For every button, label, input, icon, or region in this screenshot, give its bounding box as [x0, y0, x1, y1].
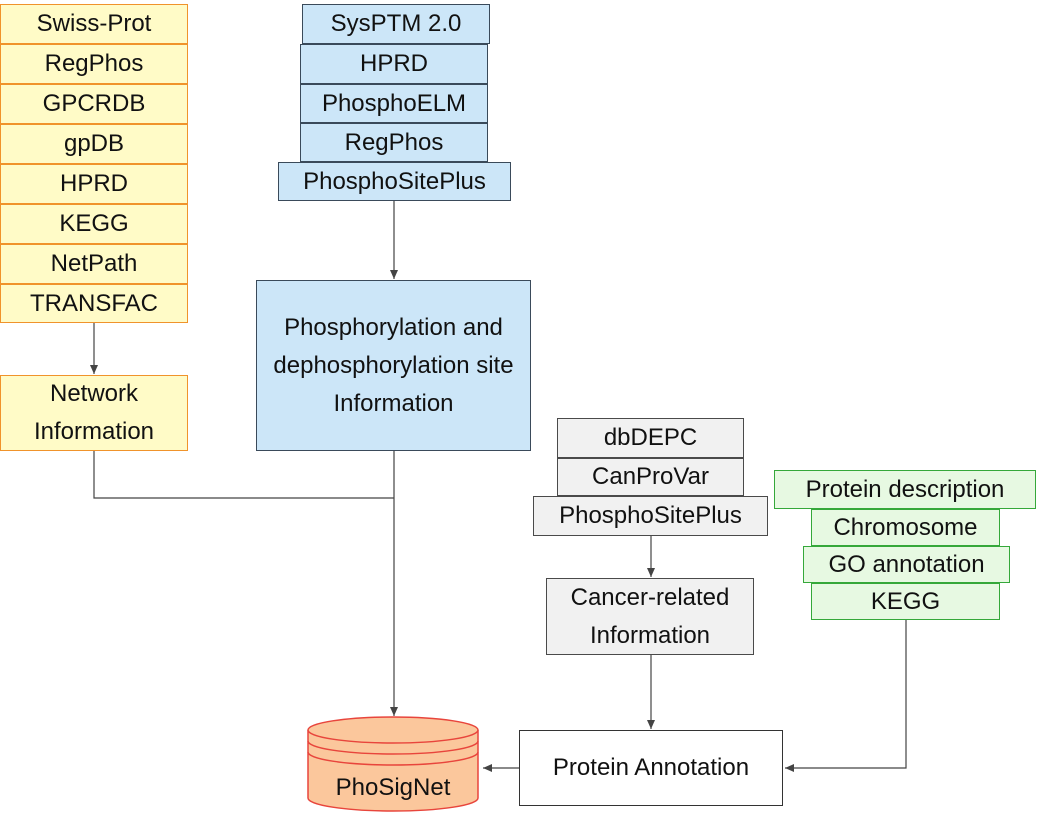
phospho-source-sysptm: SysPTM 2.0 [302, 4, 490, 44]
network-source-netpath: NetPath [0, 244, 188, 284]
phosphorylation-information-box: Phosphorylation and dephosphorylation si… [256, 280, 531, 451]
cancer-related-information-box: Cancer-related Information [546, 578, 754, 655]
network-source-swiss-prot: Swiss-Prot [0, 4, 188, 44]
annotation-source-protein-description: Protein description [774, 470, 1036, 509]
connector-network-info-to-merge [93, 451, 394, 499]
phospho-source-phosphoelm: PhosphoELM [300, 84, 488, 123]
network-source-hprd: HPRD [0, 164, 188, 204]
cancer-source-dbdepc: dbDEPC [557, 418, 744, 458]
phospho-source-regphos: RegPhos [300, 123, 488, 162]
annotation-source-go-annotation: GO annotation [803, 546, 1010, 583]
protein-annotation-box: Protein Annotation [519, 730, 783, 806]
phospho-source-hprd: HPRD [300, 44, 488, 84]
network-source-gpdb: gpDB [0, 124, 188, 164]
arrow-annotation-sources-to-protein-annotation [785, 620, 907, 772]
cancer-source-canprovar: CanProVar [557, 458, 744, 496]
network-source-gpcrdb: GPCRDB [0, 84, 188, 124]
database-cylinder-icon [307, 716, 479, 812]
annotation-source-kegg: KEGG [811, 583, 1000, 620]
annotation-source-chromosome: Chromosome [811, 509, 1000, 546]
network-information-box: Network Information [0, 375, 188, 451]
cancer-source-phosphositeplus: PhosphoSitePlus [533, 496, 768, 536]
network-source-regphos: RegPhos [0, 44, 188, 84]
database-label: PhoSigNet [335, 774, 451, 801]
network-source-kegg: KEGG [0, 204, 188, 244]
phospho-source-phosphositeplus: PhosphoSitePlus [278, 162, 511, 201]
network-source-transfac: TRANSFAC [0, 284, 188, 323]
